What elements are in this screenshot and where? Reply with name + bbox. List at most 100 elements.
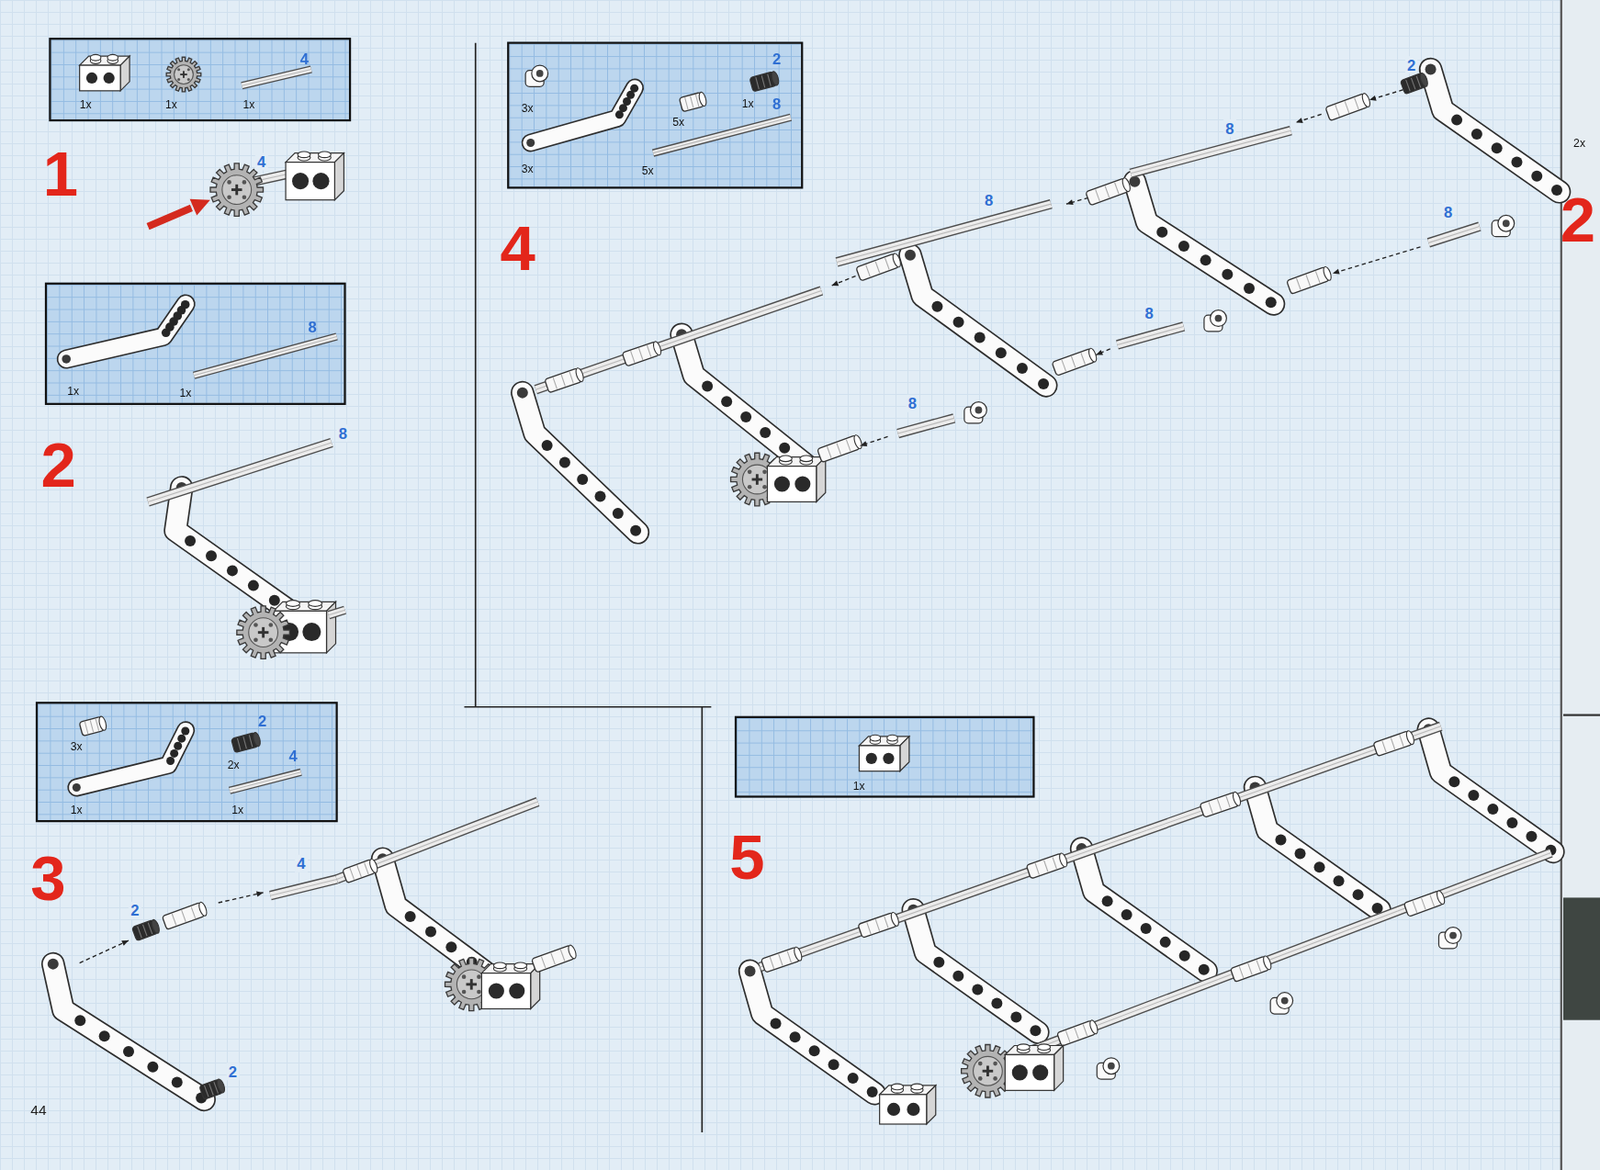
part-shape [762,470,767,475]
part-shape [1448,776,1460,788]
part-shape [639,348,643,361]
callout-number: 4 [294,855,308,873]
part-shape [53,964,204,1101]
part-shape [215,1078,227,1094]
part-shape [253,638,259,643]
part-shape [875,919,879,932]
step-number: 1 [43,137,79,211]
part-shape [974,331,986,343]
technic-brick [79,54,130,91]
part-shape [90,720,93,733]
part-shape [882,753,894,765]
axle [147,442,332,502]
part-shape [809,1045,821,1057]
part-shape [285,162,335,201]
part-shape [1012,1064,1028,1081]
bush [1325,92,1372,122]
part-shape [187,78,191,81]
part-shape [1471,128,1483,140]
part-count: 1x [180,386,192,399]
part-shape [247,580,260,592]
part-shape [569,371,574,384]
part-shape [701,380,713,392]
part-shape [1321,265,1333,282]
part-shape [173,742,182,751]
part-shape [1369,95,1377,102]
part-count: 1x [231,803,244,816]
part-shape [74,1014,86,1026]
part-shape [1344,101,1350,113]
part-shape [328,609,346,616]
part-shape [1082,1024,1088,1037]
part-shape [887,1103,901,1116]
part-shape [226,180,232,185]
part-shape [911,1083,924,1091]
part-shape [508,983,525,1000]
part-shape [1256,960,1262,973]
part-shape [488,983,505,1000]
part-shape [1421,898,1427,911]
part-shape [1156,226,1168,238]
part-shape [175,487,298,618]
part-shape [86,72,98,84]
part-count: 1x [242,98,255,111]
bush [1085,177,1132,206]
part-shape [1032,1064,1048,1081]
part-shape [879,1094,927,1125]
part-shape [750,970,876,1093]
part-shape [243,736,247,749]
part-shape [1306,274,1311,287]
part-shape [858,745,900,772]
assembly-arrow [1295,113,1322,124]
part-shape [53,964,204,1101]
part-shape [1332,247,1421,274]
part-shape [1221,269,1233,281]
axle [1030,853,1552,1051]
part-shape [1412,901,1418,913]
axle [1428,226,1480,244]
part-shape [308,600,323,608]
part-shape [180,727,190,736]
part-shape [107,54,119,61]
bush [1403,890,1446,917]
part-shape [187,67,191,71]
part-shape [1295,847,1307,859]
part-shape [1104,186,1110,199]
part-shape [904,249,916,261]
part-shape [1444,927,1462,945]
part-shape [685,97,688,110]
part-shape [906,1103,920,1116]
part-shape [1296,278,1302,291]
gear [210,163,264,217]
part-shape [121,940,129,947]
part-length: 8 [772,94,781,113]
part-shape [898,417,955,434]
part-shape [1467,789,1479,801]
liftarm [1249,781,1383,914]
part-shape [1061,360,1067,372]
part-shape [273,601,337,611]
part-count: 1x [853,779,866,792]
part-shape [1425,64,1437,76]
part-shape [1030,853,1552,1051]
part-shape [1231,790,1242,807]
part-shape [147,442,332,502]
parts-box: 3x1x22x41x [35,701,339,823]
step-divider [463,43,711,1133]
part-shape [860,436,889,446]
part-shape [890,911,901,927]
part-shape [1405,730,1416,746]
part-shape [778,455,792,462]
part-count: 1x [79,98,92,111]
part-shape [1117,326,1184,345]
part-shape [630,84,639,93]
part-shape [992,1076,998,1082]
part-shape [646,345,651,358]
part-shape [1254,787,1380,910]
part-shape [261,627,265,639]
part-shape [836,203,1051,262]
part-shape [1179,950,1191,962]
assembly-arrow [218,891,264,903]
pin [199,1078,226,1100]
axle [898,417,955,434]
